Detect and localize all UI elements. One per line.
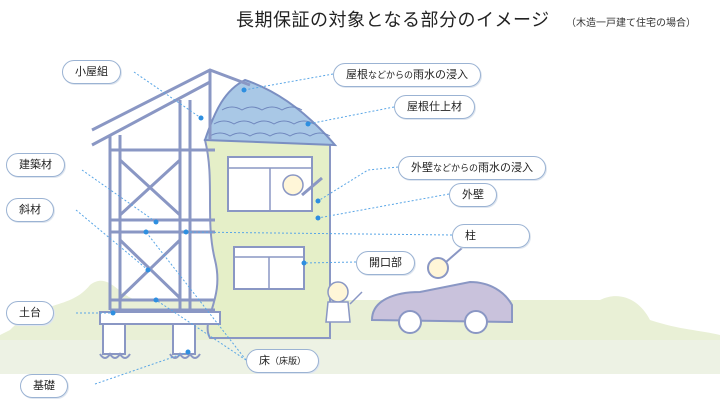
page-title: 長期保証の対象となる部分のイメージ xyxy=(236,10,550,31)
label-yane-rain: 屋根などからの雨水の浸入 xyxy=(333,63,482,87)
label-gaiheki-rain-b: などからの xyxy=(433,164,479,174)
label-shazai: 斜材 xyxy=(6,198,54,222)
label-yane-rain-c: 雨水の浸入 xyxy=(413,68,469,81)
label-koyagumi: 小屋組 xyxy=(62,60,121,84)
label-yuka: 床（床版） xyxy=(246,349,320,373)
page-subtitle: （木造一戸建て住宅の場合） xyxy=(566,18,696,29)
label-yane-rain-a: 屋根 xyxy=(346,68,368,81)
foundation xyxy=(99,311,221,359)
leader-lines xyxy=(75,71,453,385)
label-gaiheki-rain-a: 外壁 xyxy=(411,161,433,174)
roof xyxy=(203,78,338,147)
label-hashira: 柱 xyxy=(452,224,530,248)
label-yuka-note: （床版） xyxy=(270,357,307,367)
child-figure xyxy=(325,281,363,323)
upper-window xyxy=(227,156,323,212)
timber-frame xyxy=(91,68,251,312)
label-kenchikuzai: 建築材 xyxy=(6,153,65,177)
label-gaiheki-rain: 外壁などからの雨水の浸入 xyxy=(398,156,547,180)
label-yane-shiage: 屋根仕上材 xyxy=(394,95,475,119)
car xyxy=(370,247,513,334)
label-dodai: 土台 xyxy=(6,301,54,325)
label-kiso: 基礎 xyxy=(20,374,68,398)
label-gaiheki: 外壁 xyxy=(449,183,497,207)
label-yuka-text: 床 xyxy=(259,354,270,367)
label-yane-rain-b: などからの xyxy=(368,71,414,81)
lower-window xyxy=(233,246,305,290)
marker-dots xyxy=(110,87,321,355)
label-gaiheki-rain-c: 雨水の浸入 xyxy=(478,161,534,174)
label-kaikoubu: 開口部 xyxy=(356,251,415,275)
